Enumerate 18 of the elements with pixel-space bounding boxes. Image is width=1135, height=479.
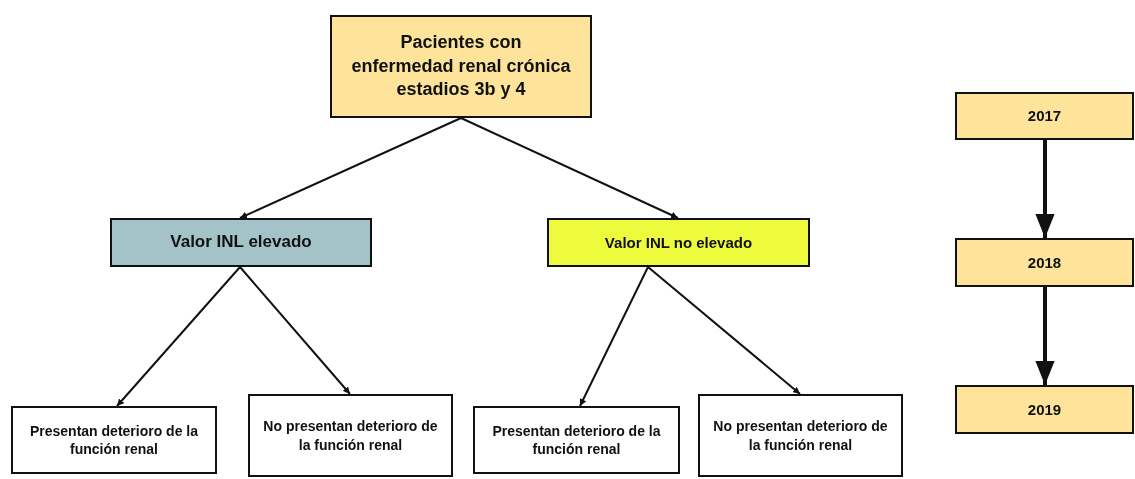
outcome-box: No presentan deterioro de la función renal bbox=[248, 394, 453, 477]
outcome-box: No presentan deterioro de la función renal bbox=[698, 394, 903, 477]
year-box: 2018 bbox=[955, 238, 1134, 287]
arrow bbox=[460, 117, 679, 219]
arrow bbox=[1035, 287, 1055, 385]
year-box: 2019 bbox=[955, 385, 1134, 434]
process-box: Valor INL elevado bbox=[110, 218, 372, 267]
process-box: Pacientes con enfermedad renal crónica estadios 3b y 4 bbox=[330, 15, 592, 118]
arrow bbox=[239, 117, 462, 219]
arrow bbox=[579, 266, 649, 407]
arrow bbox=[116, 266, 241, 407]
year-box: 2017 bbox=[955, 92, 1134, 140]
outcome-box: Presentan deterioro de la función renal bbox=[473, 406, 680, 474]
outcome-box: Presentan deterioro de la función renal bbox=[11, 406, 217, 474]
arrow bbox=[239, 266, 351, 395]
arrow bbox=[647, 266, 801, 395]
process-box: Valor INL no elevado bbox=[547, 218, 810, 267]
arrow bbox=[1035, 140, 1055, 238]
